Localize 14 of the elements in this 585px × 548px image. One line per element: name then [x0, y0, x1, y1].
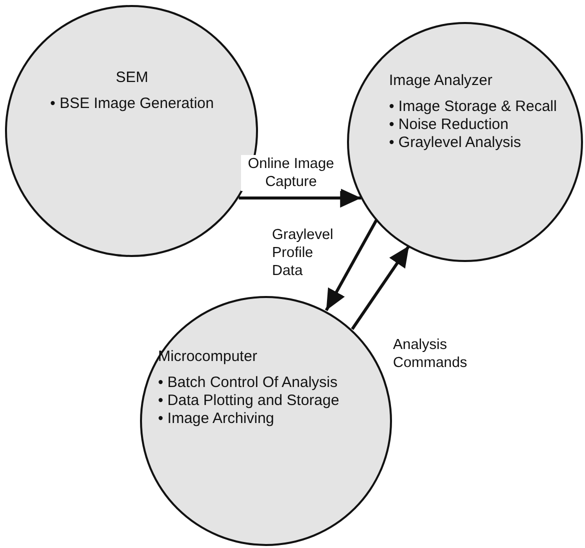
- bullet-item: • Image Storage & Recall: [389, 98, 558, 116]
- node-title: Microcomputer: [158, 348, 258, 366]
- arrow: [351, 245, 410, 330]
- bullet-item: • Graylevel Analysis: [389, 134, 522, 152]
- node-title: Image Analyzer: [389, 72, 494, 90]
- node-title: SEM: [114, 69, 150, 87]
- arrow: [324, 219, 378, 312]
- bullet-item: • Image Archiving: [158, 410, 276, 428]
- arrow: [238, 188, 362, 208]
- bullet-item: • Data Plotting and Storage: [158, 392, 340, 410]
- edge-label: Online Image Capture: [241, 155, 341, 191]
- bullet-item: • Noise Reduction: [389, 116, 510, 134]
- bullet-item: • BSE Image Generation: [49, 95, 215, 113]
- bullet-item: • Batch Control Of Analysis: [158, 374, 338, 392]
